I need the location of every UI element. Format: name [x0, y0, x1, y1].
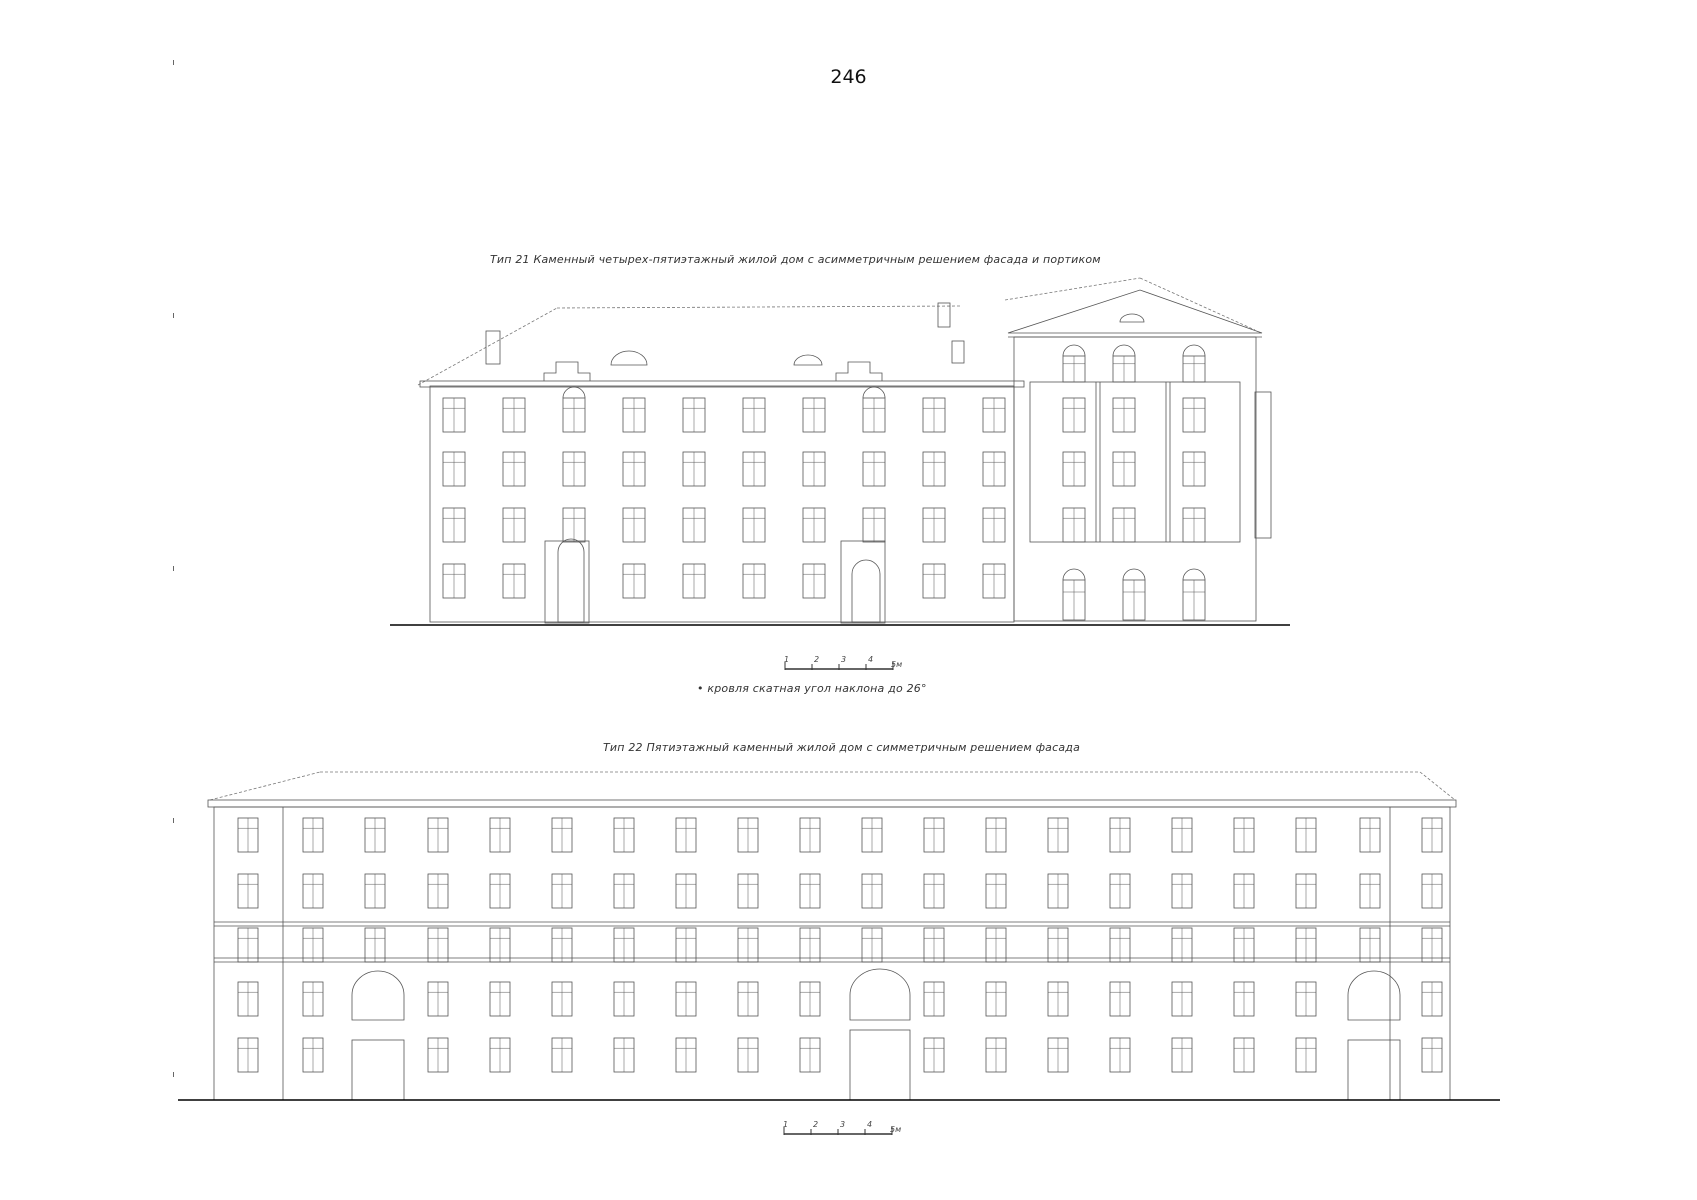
margin-mark — [173, 566, 174, 571]
scale-tick: 1 — [783, 1120, 788, 1129]
scale-tick: 2 — [813, 1120, 818, 1129]
facade-21-windows — [442, 344, 1206, 621]
facade-22-windows — [237, 817, 1443, 1073]
scale-tick: 5м — [891, 660, 902, 669]
facade-21-caption: Тип 21 Каменный четырех-пятиэтажный жило… — [490, 253, 1101, 266]
margin-mark — [173, 818, 174, 823]
scale-tick: 1 — [784, 655, 789, 664]
margin-mark — [173, 60, 174, 65]
scale-tick: 5м — [890, 1125, 901, 1134]
scale-tick: 2 — [814, 655, 819, 664]
scale-tick: 3 — [840, 1120, 845, 1129]
scale-bar-22: 1 2 3 4 5м — [783, 1120, 901, 1135]
facade-22-elevation — [207, 771, 1457, 1101]
roof-slope-note: • кровля скатная угол наклона до 26° — [697, 682, 927, 695]
scale-tick: 3 — [841, 655, 846, 664]
margin-mark — [173, 1072, 174, 1077]
scale-tick: 4 — [868, 655, 873, 664]
facade-22-caption: Тип 22 Пятиэтажный каменный жилой дом с … — [603, 741, 1081, 754]
facade-21-elevation — [417, 277, 1272, 624]
scale-bar-21: 1 2 3 4 5м — [784, 655, 902, 670]
margin-mark — [173, 313, 174, 318]
page-number: 246 — [830, 66, 867, 88]
scale-tick: 4 — [867, 1120, 872, 1129]
